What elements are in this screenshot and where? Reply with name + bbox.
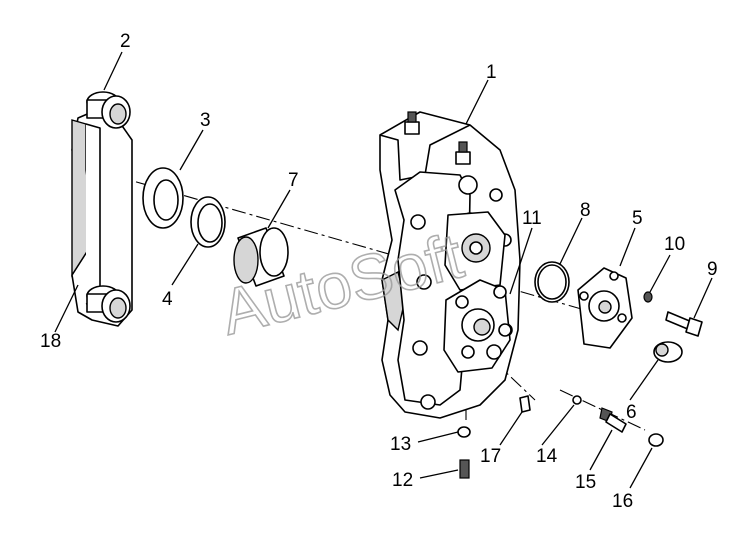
callout-6: 6 <box>626 402 637 423</box>
screw-part-12 <box>459 459 470 479</box>
cap-part-16 <box>648 433 664 447</box>
callout-1: 1 <box>486 62 497 83</box>
pin-part-17 <box>519 395 531 413</box>
callout-12: 12 <box>392 470 413 491</box>
nut-part-13 <box>457 426 471 438</box>
callout-15: 15 <box>575 472 596 493</box>
callout-7: 7 <box>288 170 299 191</box>
brake-pad-part-18 <box>71 111 133 327</box>
piston-cap-bottom <box>86 285 131 323</box>
callout-11: 11 <box>522 208 542 229</box>
dust-cap-part-6 <box>653 341 683 363</box>
callout-2: 2 <box>120 31 131 52</box>
callout-17: 17 <box>480 446 501 467</box>
end-cap-part-5 <box>577 267 633 349</box>
callout-9: 9 <box>707 259 718 280</box>
bleed-bolts-top <box>404 111 471 165</box>
callout-5: 5 <box>632 208 643 229</box>
ball-part-14 <box>572 395 582 405</box>
piston-part-7 <box>233 227 289 287</box>
callout-10: 10 <box>664 234 685 255</box>
callout-16: 16 <box>612 491 633 512</box>
callout-4: 4 <box>162 289 173 310</box>
o-ring-part-8 <box>534 261 570 303</box>
leader-lines <box>54 51 713 489</box>
callout-14: 14 <box>536 446 558 467</box>
seal-ring-part-4 <box>190 196 226 248</box>
piston-cap-top <box>86 91 131 129</box>
callout-8: 8 <box>580 200 591 221</box>
bolt-part-9 <box>665 311 703 337</box>
callout-3: 3 <box>200 110 211 131</box>
callout-13: 13 <box>390 434 411 455</box>
dust-seal-part-3 <box>142 167 184 229</box>
bleeder-screw-part-15 <box>599 407 627 433</box>
callout-18: 18 <box>40 331 61 352</box>
cylinder-cover-part-11 <box>443 279 512 373</box>
callout-labels: 1 2 3 4 5 6 7 8 9 10 11 12 13 14 15 16 1… <box>40 31 718 512</box>
washer-part-10 <box>643 291 653 303</box>
